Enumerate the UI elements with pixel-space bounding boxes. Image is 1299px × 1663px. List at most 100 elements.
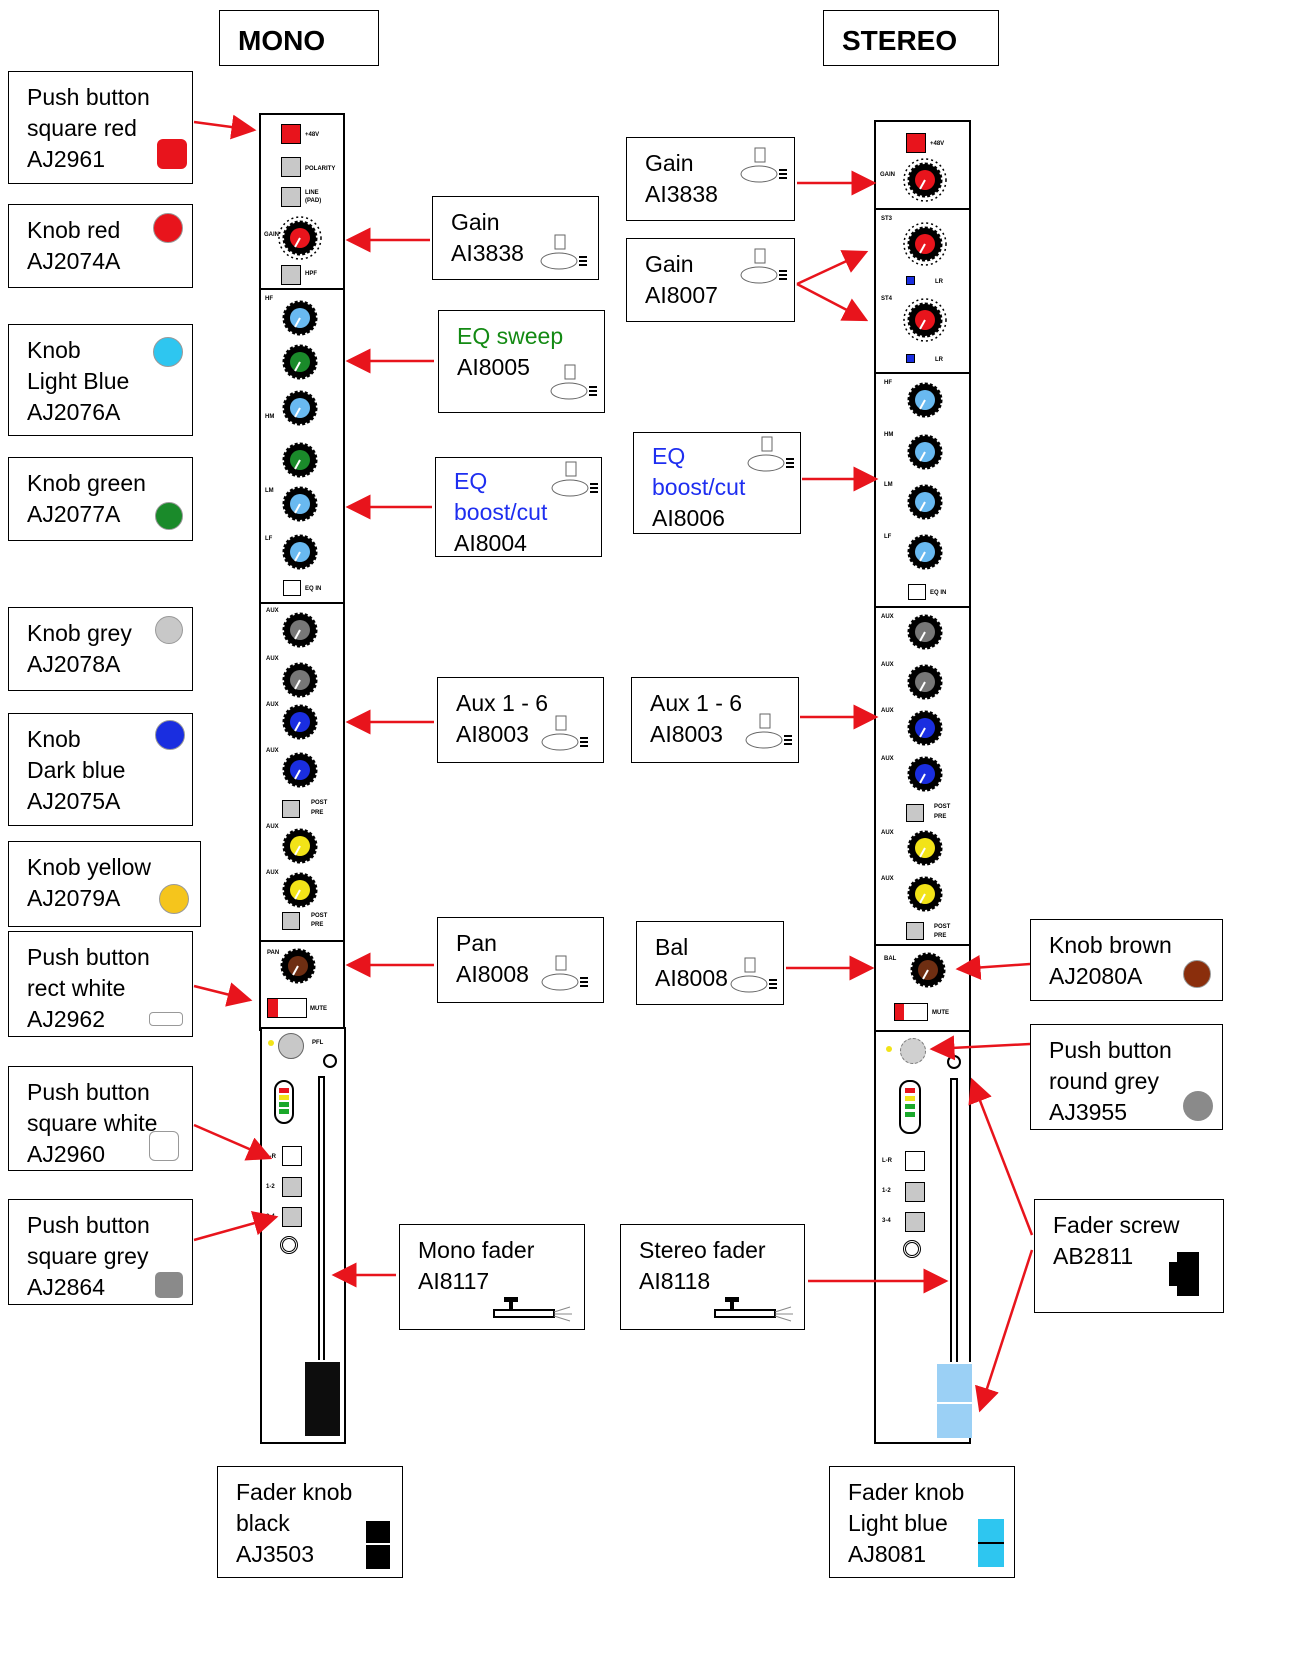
square-red-button-icon	[157, 139, 187, 169]
stereo-aux-post-pre-button[interactable]	[906, 922, 924, 940]
square-grey-button-icon	[155, 1272, 183, 1298]
stereo-lr-label: LR	[935, 279, 943, 285]
stereo-48v-button[interactable]	[906, 133, 926, 153]
stereo-eq-in-button[interactable]	[908, 584, 926, 600]
callout-line: AI8008	[655, 965, 728, 991]
mono-hpf-button[interactable]	[281, 265, 301, 285]
mono-route-lr-button[interactable]	[282, 1146, 302, 1166]
callout-line: AJ2078A	[27, 651, 121, 677]
stereo-post-label: POST	[934, 924, 951, 930]
callout-line: AJ2080A	[1049, 963, 1143, 989]
stereo-aux-label: AUX	[881, 830, 894, 836]
mono-mute-button[interactable]	[267, 998, 307, 1018]
callout-mono-pan: Pan AI8008	[437, 917, 604, 1003]
callout-line: boost/cut	[454, 499, 548, 525]
brown-knob-icon	[1183, 960, 1211, 988]
mono-pfl-button[interactable]	[278, 1033, 304, 1059]
callout-line: round grey	[1049, 1068, 1159, 1094]
stereo-lr-label: LR	[935, 357, 943, 363]
stereo-route-12-button[interactable]	[905, 1182, 925, 1202]
callout-fader-screw: Fader screw AB2811	[1034, 1199, 1224, 1313]
mono-post-label: POST	[311, 800, 328, 806]
callout-line: EQ	[454, 468, 488, 494]
mono-eq-in-button[interactable]	[283, 580, 301, 596]
callout-line: AI8006	[652, 505, 725, 531]
callout-mono-fader-knob: Fader knob black AJ3503	[217, 1466, 403, 1578]
mono-top-screw-icon	[323, 1054, 337, 1068]
callout-line: square grey	[27, 1243, 149, 1269]
callout-line: Knob brown	[1049, 932, 1172, 958]
stereo-pfl-button[interactable]	[900, 1038, 926, 1064]
mono-48v-button[interactable]	[281, 124, 301, 144]
mono-line-button[interactable]	[281, 187, 301, 207]
grey-knob-icon	[155, 616, 183, 644]
callout-knob-light-blue: Knob Light Blue AJ2076A	[8, 324, 193, 436]
mono-lf-label: LF	[265, 536, 273, 542]
mono-48v-label: +48V	[305, 132, 320, 138]
callout-line: AJ3503	[236, 1541, 315, 1567]
callout-line: Stereo fader	[639, 1237, 766, 1263]
stereo-divider	[876, 208, 969, 210]
stereo-divider	[876, 372, 969, 374]
stereo-mute-button[interactable]	[894, 1003, 928, 1021]
potentiometer-icon	[538, 954, 588, 992]
mono-gain-label: GAIN	[264, 232, 279, 238]
mono-line-label: LINE	[305, 190, 319, 196]
stereo-aux-label: AUX	[881, 614, 894, 620]
red-knob-icon	[153, 213, 183, 243]
potentiometer-icon	[737, 146, 787, 184]
stereo-aux-label: AUX	[881, 876, 894, 882]
mono-route-12-button[interactable]	[282, 1177, 302, 1197]
mono-divider	[261, 940, 343, 942]
callout-line: Fader screw	[1053, 1212, 1180, 1238]
mono-pan-label: PAN	[267, 950, 280, 956]
stereo-bottom-screw-icon	[903, 1240, 921, 1258]
stereo-st3-lr-button[interactable]	[906, 276, 915, 285]
mono-mute-label: MUTE	[310, 1006, 327, 1012]
stereo-pre-label: PRE	[934, 933, 947, 939]
fader-screw-icon	[1169, 1250, 1209, 1300]
callout-line: AB2811	[1053, 1243, 1134, 1269]
stereo-lf-label: LF	[884, 534, 892, 540]
mono-route-34-button[interactable]	[282, 1207, 302, 1227]
black-fader-knob-icon	[366, 1521, 390, 1569]
arrow-square-red	[193, 114, 257, 140]
potentiometer-icon	[548, 460, 598, 498]
mono-polarity-button[interactable]	[281, 157, 301, 177]
stereo-route-label: 3-4	[882, 1218, 891, 1224]
mono-fader-knob-black[interactable]	[305, 1360, 340, 1436]
callout-line: AJ2075A	[27, 788, 121, 814]
callout-line: Fader knob	[236, 1479, 353, 1505]
stereo-route-lr-button[interactable]	[905, 1151, 925, 1171]
callout-stereo-aux: Aux 1 - 6 AI8003	[631, 677, 799, 763]
stereo-st3-label: ST3	[881, 216, 893, 222]
callout-line: Knob red	[27, 217, 121, 243]
callout-line: EQ	[652, 443, 686, 469]
dark-blue-knob-icon	[155, 720, 185, 750]
stereo-route-34-button[interactable]	[905, 1212, 925, 1232]
mono-meter-led-green	[279, 1109, 289, 1114]
callout-line: Mono fader	[418, 1237, 535, 1263]
callout-line: AJ2079A	[27, 885, 121, 911]
callout-line: Knob green	[27, 470, 146, 496]
stereo-st4-lr-button[interactable]	[906, 354, 915, 363]
stereo-fader-knob-light-blue[interactable]	[937, 1362, 972, 1438]
potentiometer-icon	[537, 233, 587, 271]
mono-eq-in-label: EQ IN	[305, 586, 322, 592]
callout-line: Gain	[645, 251, 694, 277]
stereo-pre-label: PRE	[934, 814, 947, 820]
callout-line: AJ2962	[27, 1006, 106, 1032]
stereo-hm-label: HM	[884, 432, 894, 438]
callout-line: AI8004	[454, 530, 527, 556]
stereo-aux-post-pre-button[interactable]	[906, 804, 924, 822]
mono-polarity-label: POLARITY	[305, 166, 336, 172]
stereo-hf-label: HF	[884, 380, 892, 386]
mono-aux-post-pre-button[interactable]	[282, 800, 300, 818]
callout-line: AI8005	[457, 354, 530, 380]
fader-knob-line	[978, 1542, 1004, 1544]
mono-aux-label: AUX	[266, 870, 279, 876]
mono-aux-post-pre-button[interactable]	[282, 912, 300, 930]
callout-line: Knob grey	[27, 620, 132, 646]
potentiometer-icon	[727, 956, 777, 994]
mono-channel-strip	[259, 113, 345, 1031]
